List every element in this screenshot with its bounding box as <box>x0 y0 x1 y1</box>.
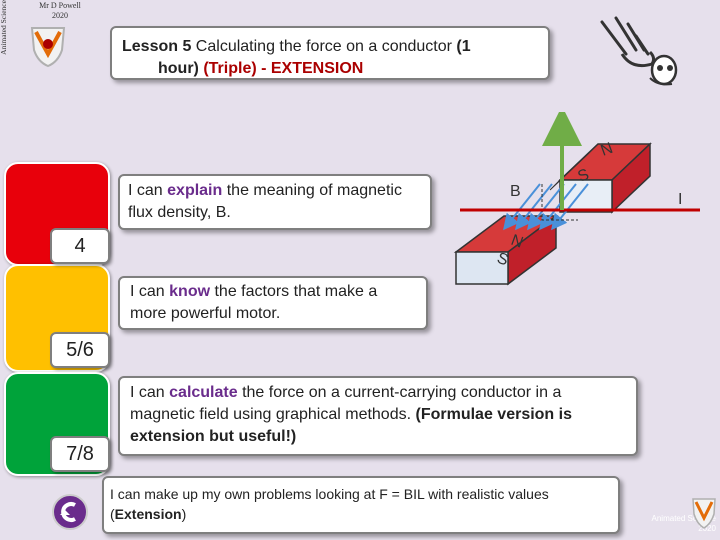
objective-4-bold: Extension <box>114 506 182 522</box>
lesson-title-line1: Lesson 5 Calculating the force on a cond… <box>122 36 548 58</box>
label-b: B <box>510 183 521 200</box>
brand-vertical-text: Animated Science 2020 <box>0 0 8 55</box>
level-tag-7-8: 7/8 <box>50 436 110 472</box>
objective-2-pre: I can <box>130 283 170 300</box>
objective-1-post: the meaning of magnetic flux density, B. <box>128 182 402 221</box>
objective-4-pre: I can make up my own problems looking at… <box>110 486 549 522</box>
level-tag-4: 4 <box>50 228 110 264</box>
lesson-duration-start: (1 <box>456 38 471 55</box>
back-button[interactable] <box>52 494 88 530</box>
author-name: Mr D Powell <box>39 1 81 10</box>
author-credit: Mr D Powell 2020 <box>30 1 90 21</box>
field-line <box>503 183 541 231</box>
objective-2-verb: know <box>169 283 211 300</box>
lesson-title-line2: hour) (Triple) - EXTENSION <box>122 58 548 80</box>
field-line <box>515 183 553 231</box>
objective-3-pre: I can <box>130 384 170 401</box>
objective-2-post: the factors that make a more powerful mo… <box>130 283 378 322</box>
level-tag-5-6: 5/6 <box>50 332 110 368</box>
bottom-magnet-front <box>455 251 509 285</box>
label-n-top: N <box>599 140 616 160</box>
footer-shield-icon <box>692 498 716 529</box>
footer-brand: Animated Science 2020 <box>616 514 716 534</box>
objective-card-explain: I can explain the meaning of magnetic fl… <box>118 174 432 230</box>
lesson-duration-end: hour) <box>158 60 204 77</box>
motor-force-diagram: N S N S B I <box>453 112 700 286</box>
field-line <box>551 183 589 231</box>
label-n-bottom: N <box>509 232 526 252</box>
objective-3-post: the force on a current-carrying conducto… <box>130 384 562 423</box>
footer-brand-line2: 2020 <box>698 524 716 533</box>
label-i: I <box>678 191 682 208</box>
lesson-title-box: Lesson 5 Calculating the force on a cond… <box>110 26 550 80</box>
objective-card-know: I can know the factors that make a more … <box>118 276 428 330</box>
lesson-number: Lesson 5 <box>122 38 192 55</box>
objective-3-bold: (Formulae version is extension but usefu… <box>130 406 572 445</box>
top-magnet-front <box>559 179 613 213</box>
lesson-triple-extension: (Triple) - EXTENSION <box>203 60 364 77</box>
back-arrow-icon <box>60 502 76 522</box>
objective-4-post: ) <box>181 506 187 522</box>
objective-card-extension: I can make up my own problems looking at… <box>102 476 620 534</box>
objective-card-calculate: I can calculate the force on a current-c… <box>118 376 638 456</box>
footer-brand-line1: Animated Science <box>651 514 716 523</box>
shield-logo-icon <box>30 27 66 68</box>
objective-3-verb: calculate <box>169 384 238 401</box>
lesson-title-text: Calculating the force on a conductor <box>191 38 457 55</box>
objective-1-pre: I can <box>128 182 168 199</box>
field-region-outline <box>541 184 578 221</box>
cartoon-hand-icon <box>600 16 678 86</box>
field-line <box>527 183 565 231</box>
objective-1-verb: explain <box>167 182 223 199</box>
author-year: 2020 <box>52 11 68 20</box>
